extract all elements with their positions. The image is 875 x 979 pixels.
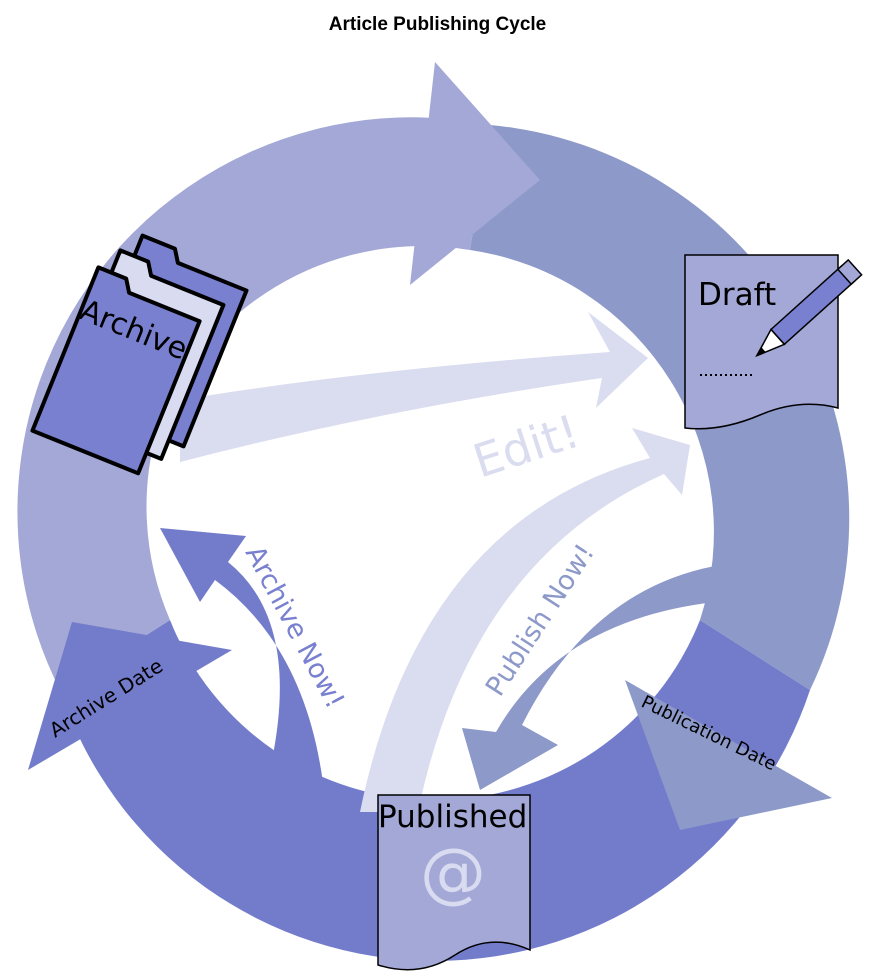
top-arrowhead [410, 62, 540, 285]
edit-label: Edit! [467, 404, 586, 489]
folder-icon [30, 233, 249, 476]
archive-date-arrowhead [28, 622, 232, 770]
edit-arrow-from-archive [180, 312, 648, 462]
publish-now-arrow [462, 566, 715, 790]
archive-now-arrow [160, 528, 325, 800]
published-document [377, 794, 531, 971]
diagram-title: Article Publishing Cycle [328, 14, 547, 35]
published-label: Published [378, 799, 527, 835]
published-page [377, 794, 531, 971]
draft-page [684, 254, 839, 430]
at-sign-icon: @ [420, 834, 486, 911]
publication-date-arrowhead [625, 680, 832, 830]
pencil-icon [755, 258, 863, 358]
draft-label: Draft [698, 277, 776, 313]
ring-segment-bottom [60, 620, 810, 961]
edit-arrow-from-published [360, 428, 690, 812]
edit-arrows [180, 312, 690, 812]
draft-document [684, 254, 839, 430]
